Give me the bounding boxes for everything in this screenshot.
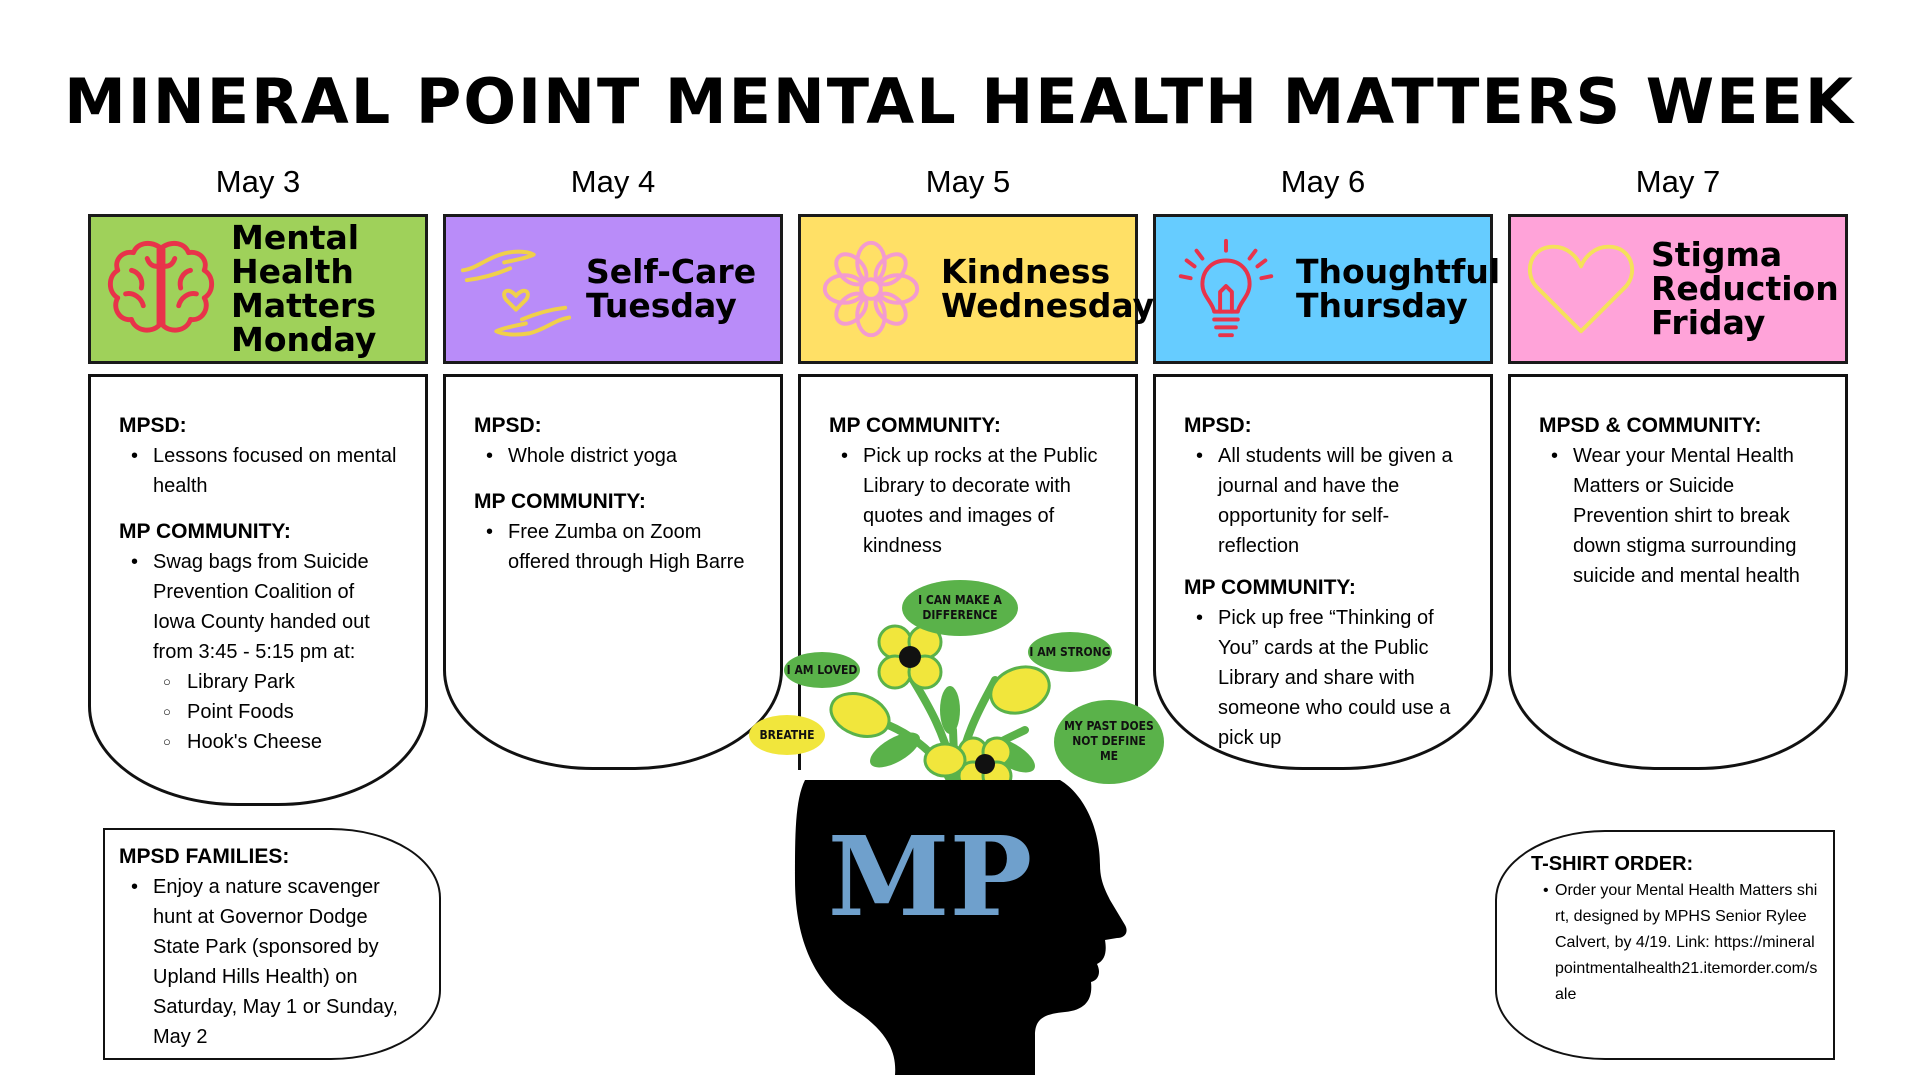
day-title-monday: Mental Health Matters Monday: [231, 218, 377, 359]
activity-card-thursday: MPSD: All students will be given a journ…: [1153, 374, 1493, 770]
section-heading: MPSD:: [119, 414, 187, 437]
section-heading: MPSD & COMMUNITY:: [1539, 414, 1762, 437]
bubble-line: ME: [1100, 749, 1118, 763]
location-item: Hook's Cheese: [153, 727, 401, 757]
date-may-4: May 4: [570, 164, 656, 199]
bubble-text: BREATHE: [759, 728, 814, 742]
section-heading: MPSD FAMILIES:: [119, 845, 290, 868]
bubble-line: DIFFERENCE: [922, 608, 997, 622]
tshirt-order-box: T-SHIRT ORDER: Order your Mental Health …: [1495, 830, 1835, 1060]
brain-icon: [91, 229, 231, 349]
list-item: Pick up rocks at the Public Library to d…: [829, 441, 1111, 561]
list-item: Wear your Mental Health Matters or Suici…: [1539, 441, 1821, 591]
day-title-tuesday: Self-Care Tuesday: [586, 252, 757, 325]
families-box: MPSD FAMILIES: Enjoy a nature scavenger …: [103, 828, 441, 1060]
list-item: All students will be given a journal and…: [1184, 441, 1466, 561]
day-header-friday: Stigma Reduction Friday: [1508, 214, 1848, 364]
date-may-6: May 6: [1280, 164, 1366, 199]
bubble-line: I AM LOVED: [787, 663, 858, 677]
bubble-line: NOT DEFINE: [1072, 734, 1145, 748]
head-silhouette: [795, 780, 1127, 1075]
activity-card-monday: MPSD: Lessons focused on mental health M…: [88, 374, 428, 806]
activity-card-friday: MPSD & COMMUNITY: Wear your Mental Healt…: [1508, 374, 1848, 770]
day-title-wednesday: Kindness Wednesday: [941, 252, 1155, 325]
section-heading: MP COMMUNITY:: [474, 490, 646, 513]
bubble-text: I AM LOVED: [787, 663, 858, 677]
bubble-line: I CAN MAKE A: [918, 593, 1002, 607]
location-item: Library Park: [153, 667, 401, 697]
lightbulb-icon: [1156, 229, 1296, 349]
list-item: Swag bags from Suicide Prevention Coalit…: [119, 547, 401, 667]
activity-card-tuesday: MPSD: Whole district yoga MP COMMUNITY: …: [443, 374, 783, 770]
list-item: Free Zumba on Zoom offered through High …: [474, 517, 756, 577]
location-item: Point Foods: [153, 697, 401, 727]
flower-icon: [801, 229, 941, 349]
page-title: MINERAL POINT MENTAL HEALTH MATTERS WEEK: [64, 65, 1855, 138]
section-heading: MP COMMUNITY:: [829, 414, 1001, 437]
activity-card-wednesday: MP COMMUNITY: Pick up rocks at the Publi…: [798, 374, 1138, 770]
list-item: Order your Mental Health Matters shirt, …: [1531, 878, 1819, 1008]
date-may-7: May 7: [1635, 164, 1721, 199]
flower-centers: [899, 646, 995, 774]
list-item: Lessons focused on mental health: [119, 441, 401, 501]
section-heading: MPSD:: [1184, 414, 1252, 437]
section-heading: MP COMMUNITY:: [1184, 576, 1356, 599]
day-title-thursday: Thoughtful Thursday: [1296, 252, 1501, 325]
heart-icon: [1511, 229, 1651, 349]
bubble-text: I AM STRONG: [1029, 645, 1110, 659]
date-may-3: May 3: [215, 164, 301, 199]
section-heading: MPSD:: [474, 414, 542, 437]
list-item: Enjoy a nature scavenger hunt at Governo…: [119, 872, 417, 1052]
day-header-thursday: Thoughtful Thursday: [1153, 214, 1500, 364]
day-header-wednesday: Kindness Wednesday: [798, 214, 1154, 364]
bubble-line: BREATHE: [759, 728, 814, 742]
date-may-5: May 5: [925, 164, 1011, 199]
list-item: Pick up free “Thinking of You” cards at …: [1184, 603, 1466, 753]
section-heading: MP COMMUNITY:: [119, 520, 291, 543]
section-heading: T-SHIRT ORDER:: [1531, 853, 1694, 875]
speech-bubbles: [749, 580, 1164, 784]
mp-logo: MP: [828, 812, 1032, 941]
day-title-friday: Stigma Reduction Friday: [1651, 235, 1839, 342]
bubble-line: I AM STRONG: [1029, 645, 1110, 659]
caring-hands-icon: [446, 229, 586, 349]
list-item: Whole district yoga: [474, 441, 756, 471]
day-header-tuesday: Self-Care Tuesday: [443, 214, 783, 364]
bubble-line: MY PAST DOES: [1064, 719, 1154, 733]
day-header-monday: Mental Health Matters Monday: [88, 214, 428, 364]
